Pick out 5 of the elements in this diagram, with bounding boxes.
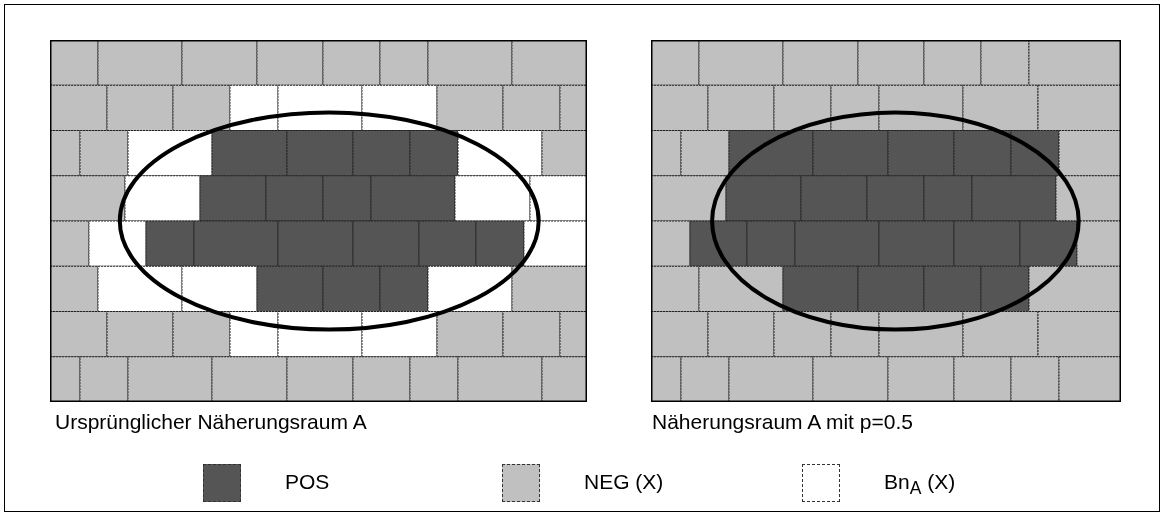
legend-label: NEG (X) xyxy=(584,470,664,494)
legend-label: Bn$_{A}$ (X) xyxy=(884,470,956,500)
panel-caption: Näherungsraum A mit p=0.5 xyxy=(652,410,913,434)
panel-caption: Ursprünglicher Näherungsraum A xyxy=(55,410,367,434)
legend-label: POS xyxy=(285,470,330,494)
